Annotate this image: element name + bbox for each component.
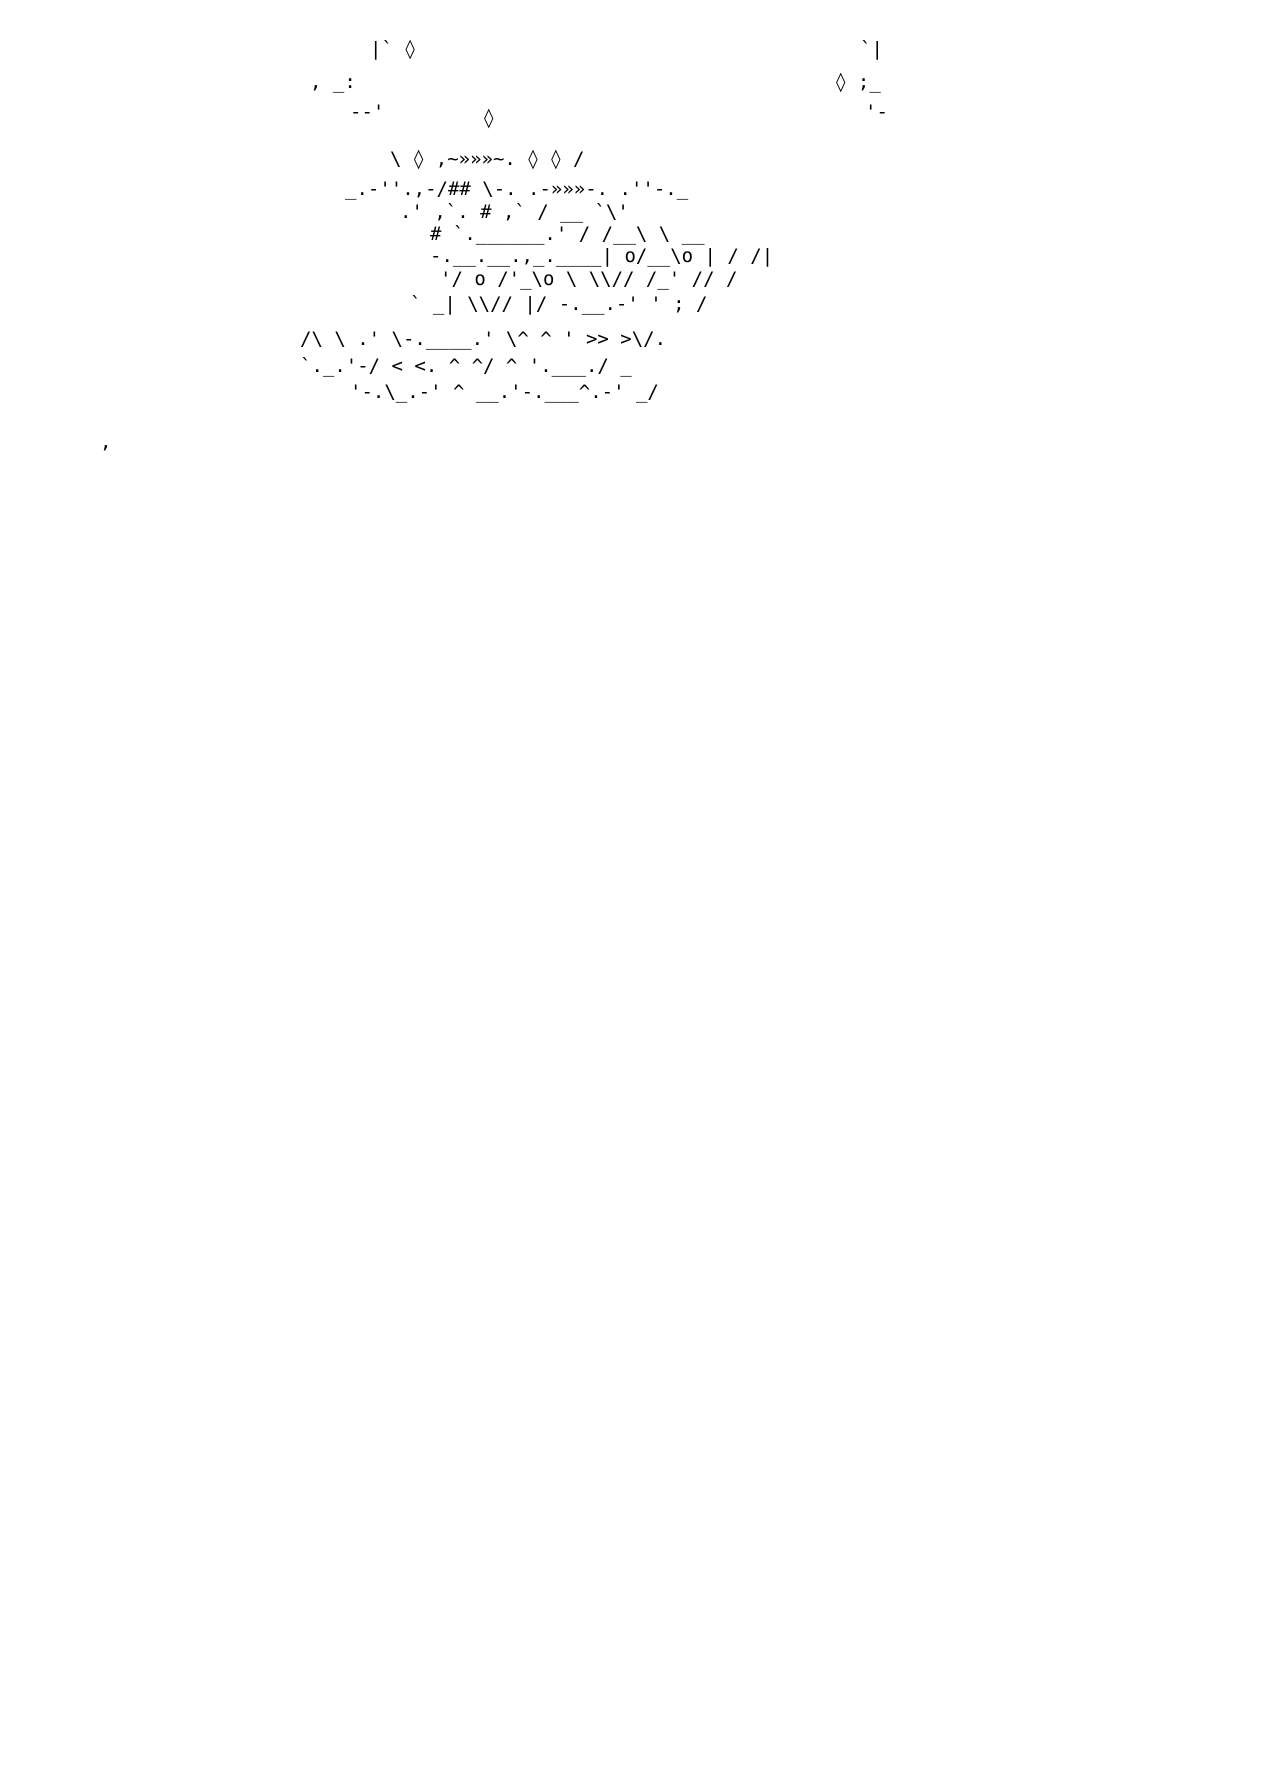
- svg-text:.' ,`. # ,` / __ `\': .' ,`. # ,` / __ `\': [400, 201, 629, 223]
- svg-text:`._.'-/ < <. ^ ^/ ^ ': `._.'-/ < <. ^ ^/ ^ '.___./ _: [300, 355, 632, 377]
- svg-text:--': --': [350, 101, 384, 123]
- svg-text:/\ \ .' \-.____.' \^ ^ ': /\ \ .' \-.____.' \^ ^ ' >> >\/.: [300, 328, 666, 350]
- svg-text:# `.______.' / /__\ \: # `.______.' / /__\ \ __: [430, 223, 705, 245]
- svg-text:'/ o /'_\o \ \\// /_' // /: '/ o /'_\o \ \\// /_' // /: [440, 268, 737, 290]
- svg-text:_.-''.,-/## \-. .-»»»-. .: _.-''.,-/## \-. .-»»»-. .''-._: [345, 178, 689, 200]
- svg-text:\ ◊ ,~»»»~. ◊ ◊ /: \ ◊ ,~»»»~. ◊ ◊ /: [390, 148, 584, 170]
- svg-text:-.__.__.,_.____| o/__\o |: -.__.__.,_.____| o/__\o | / /|: [430, 245, 773, 267]
- svg-text:|` ◊: |` ◊: [370, 38, 416, 60]
- svg-text:◊ ;_: ◊ ;_: [835, 71, 881, 93]
- ascii-illustration: |` ◊ `| , _: ◊ ;_ --' ◊ '- \ ◊ ,~»»»~. ◊…: [100, 38, 888, 453]
- svg-text:'-.\_.-' ^ __.'-.___^.-' _/: '-.\_.-' ^ __.'-.___^.-' _/: [350, 381, 659, 403]
- svg-text:`|: `|: [860, 38, 883, 60]
- svg-text:◊: ◊: [483, 107, 494, 129]
- svg-text:, _:: , _:: [310, 71, 356, 93]
- svg-text:` _| \\// |/ -.__.-' ': ` _| \\// |/ -.__.-' ' ; /: [410, 293, 707, 315]
- svg-text:'-: '-: [865, 101, 888, 123]
- svg-text:,: ,: [100, 431, 111, 453]
